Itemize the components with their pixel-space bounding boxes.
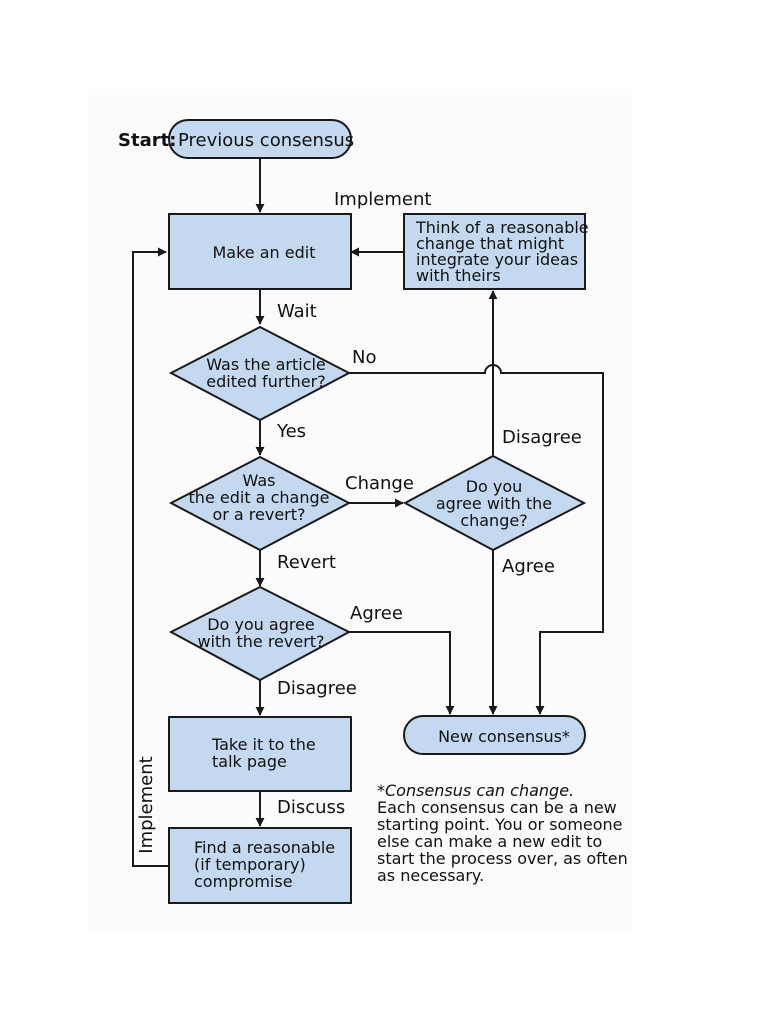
footnote-line-4: start the process over, as often xyxy=(377,849,628,868)
node-new-consensus xyxy=(403,715,586,755)
label-disagree-revert: Disagree xyxy=(277,678,357,699)
edge-agree-revert xyxy=(349,631,455,715)
label-no: No xyxy=(352,347,376,368)
node-change-or-revert xyxy=(168,455,352,552)
was-edited-line-1: Was the article xyxy=(206,355,326,374)
label-implement-left: Implement xyxy=(136,756,157,853)
start-label: Start: xyxy=(118,130,176,151)
node-previous-consensus xyxy=(168,119,352,159)
node-was-edited xyxy=(168,325,352,422)
node-compromise xyxy=(168,827,352,904)
footnote-line-5: as necessary. xyxy=(377,866,484,885)
change-or-revert-line-1: Was xyxy=(243,471,276,490)
change-or-revert-line-3: or a revert? xyxy=(212,505,305,524)
compromise-line-2: (if temporary) xyxy=(194,855,306,874)
think-change-line-3: integrate your ideas xyxy=(416,250,578,269)
node-talk-page xyxy=(168,716,352,792)
edge-implement-loop xyxy=(132,247,168,867)
edge-no-to-new-consensus xyxy=(349,364,604,715)
make-edit-label: Make an edit xyxy=(213,243,316,262)
think-change-line-2: change that might xyxy=(416,234,564,253)
label-agree-revert: Agree xyxy=(350,603,403,624)
new-consensus-label: New consensus* xyxy=(438,727,570,746)
talk-page-line-1: Take it to the xyxy=(211,735,316,754)
label-discuss: Discuss xyxy=(277,797,345,818)
agree-revert-line-1: Do you agree xyxy=(207,615,315,634)
change-or-revert-line-2: the edit a change xyxy=(189,488,330,507)
node-agree-change xyxy=(402,454,587,552)
talk-page-line-2: talk page xyxy=(212,752,287,771)
footnote-title: *Consensus can change. xyxy=(377,781,574,800)
compromise-line-1: Find a reasonable xyxy=(194,838,335,857)
node-think-change xyxy=(403,213,586,290)
footnote-line-3: else can make a new edit to xyxy=(377,832,602,851)
think-change-line-1: Think of a reasonable xyxy=(415,218,589,237)
agree-change-line-2: agree with the xyxy=(436,494,552,513)
footnote-line-2: starting point. You or someone xyxy=(377,815,623,834)
label-agree-change: Agree xyxy=(502,556,555,577)
agree-revert-line-2: with the revert? xyxy=(197,632,324,651)
footnote-line-1: Each consensus can be a new xyxy=(377,798,617,817)
node-agree-revert xyxy=(168,585,352,682)
previous-consensus-label: Previous consensus xyxy=(178,130,354,151)
label-disagree-change: Disagree xyxy=(502,427,582,448)
label-yes: Yes xyxy=(276,421,306,442)
compromise-line-3: compromise xyxy=(194,872,293,891)
node-make-edit xyxy=(168,213,352,290)
label-wait: Wait xyxy=(277,301,317,322)
label-change: Change xyxy=(345,473,414,494)
label-implement-top: Implement xyxy=(334,189,431,210)
agree-change-line-1: Do you xyxy=(466,477,523,496)
label-revert: Revert xyxy=(277,552,336,573)
think-change-line-4: with theirs xyxy=(416,266,501,285)
was-edited-line-2: edited further? xyxy=(206,372,325,391)
agree-change-line-3: change? xyxy=(460,511,527,530)
